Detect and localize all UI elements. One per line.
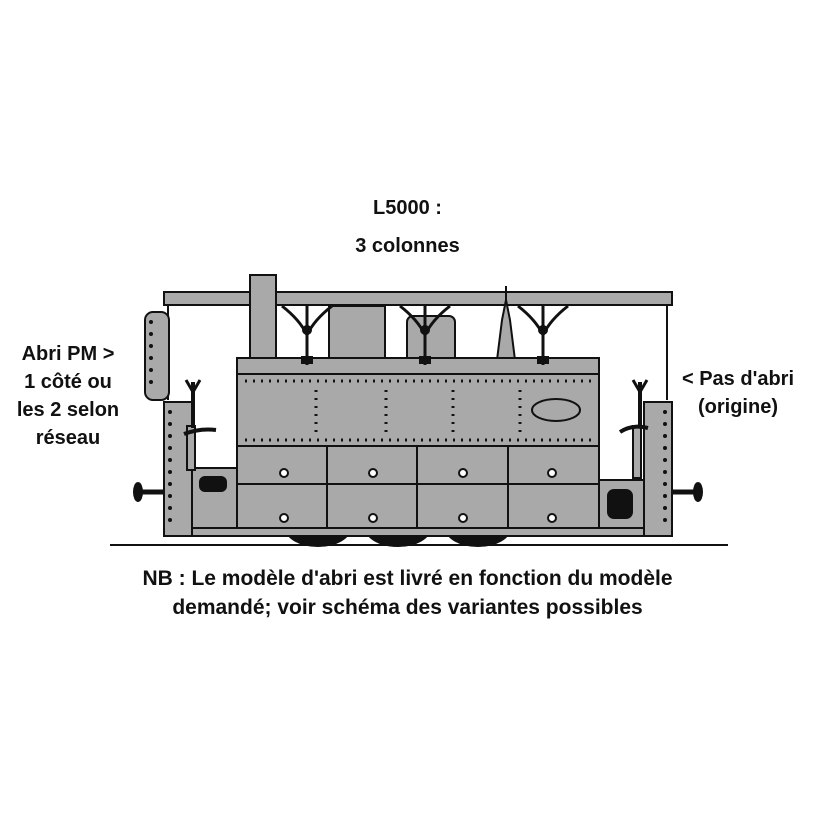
tank-plate — [531, 398, 581, 422]
diagram-title: L5000 : — [373, 197, 442, 219]
left-note-line-4: réseau — [35, 427, 101, 449]
right-note-line-2: (origine) — [698, 396, 778, 418]
chimney — [249, 274, 277, 366]
nb-note-line-2: demandé; voir schéma des variantes possi… — [172, 596, 643, 619]
roof — [163, 291, 673, 306]
whistle — [495, 299, 517, 361]
nb-note-line-1: NB : Le modèle d'abri est livré en fonct… — [142, 567, 673, 590]
left-note-line-2: 1 côté ou — [24, 371, 112, 393]
nb-note: NB : Le modèle d'abri est livré en fonct… — [0, 564, 815, 622]
right-cab-note: < Pas d'abri (origine) — [668, 365, 808, 421]
diagram-subtitle: 3 colonnes — [355, 235, 460, 257]
left-firebox-door — [199, 476, 227, 492]
right-firebox-door — [607, 489, 633, 519]
underframe — [191, 527, 645, 537]
left-cab-note: Abri PM > 1 côté ou les 2 selon réseau — [0, 340, 136, 452]
right-note-line-1: < Pas d'abri — [681, 368, 795, 390]
left-shelter — [144, 311, 170, 401]
steam-dome — [328, 305, 386, 367]
lower-boxes — [236, 445, 600, 529]
left-note-line-3: les 2 selon — [16, 399, 120, 421]
right-cab-post — [643, 401, 673, 537]
left-note-line-1: Abri PM > — [21, 343, 115, 365]
